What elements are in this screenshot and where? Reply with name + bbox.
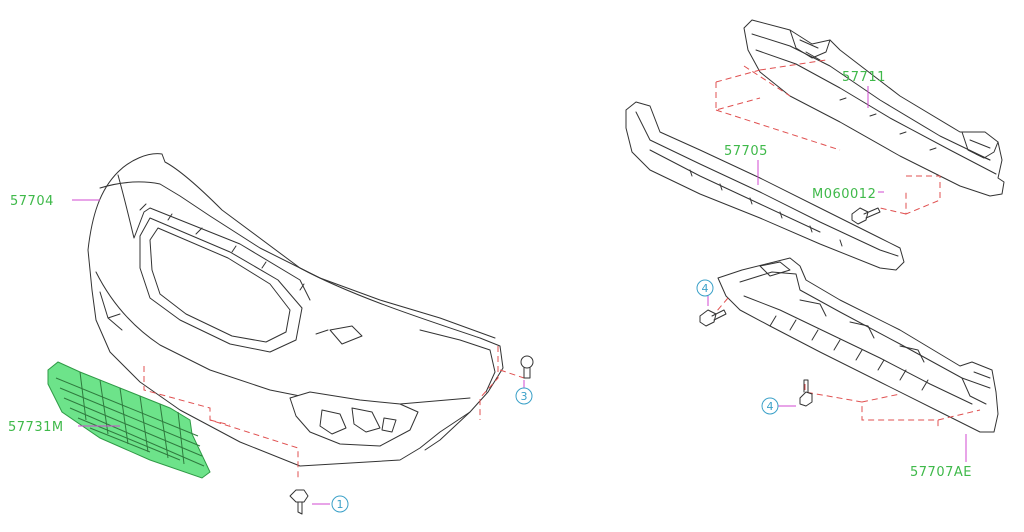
callout-3: 3	[515, 387, 533, 405]
callout-4-upper-number: 4	[702, 282, 709, 295]
callout-1: 1	[331, 495, 349, 513]
front-bumper-cover	[87, 153, 504, 467]
lower-grille	[47, 361, 211, 479]
label-57731m: 57731M	[8, 420, 64, 435]
label-m060012: M060012	[812, 187, 876, 202]
clip-fastener-3	[520, 355, 534, 379]
right-lower-install-lines	[715, 297, 981, 430]
label-57711: 57711	[842, 70, 886, 85]
callout-3-number: 3	[521, 390, 528, 403]
right-upper-install-lines	[715, 59, 941, 215]
bolt-4-upper	[699, 309, 727, 327]
clip-fastener-1	[289, 489, 309, 515]
under-cover	[717, 257, 999, 433]
label-57705: 57705	[724, 144, 768, 159]
callout-1-number: 1	[337, 498, 344, 511]
label-57704: 57704	[10, 194, 54, 209]
energy-absorber	[625, 101, 905, 271]
bumper-reinforcement	[743, 19, 1005, 197]
bolt-m060012	[851, 207, 881, 225]
label-57707ae: 57707AE	[910, 465, 972, 480]
callout-4-lower: 4	[761, 397, 779, 415]
bolt-4-lower	[799, 379, 813, 407]
callout-4-upper: 4	[696, 279, 714, 297]
left-install-lines	[143, 346, 525, 478]
callout-4-lower-number: 4	[767, 400, 774, 413]
